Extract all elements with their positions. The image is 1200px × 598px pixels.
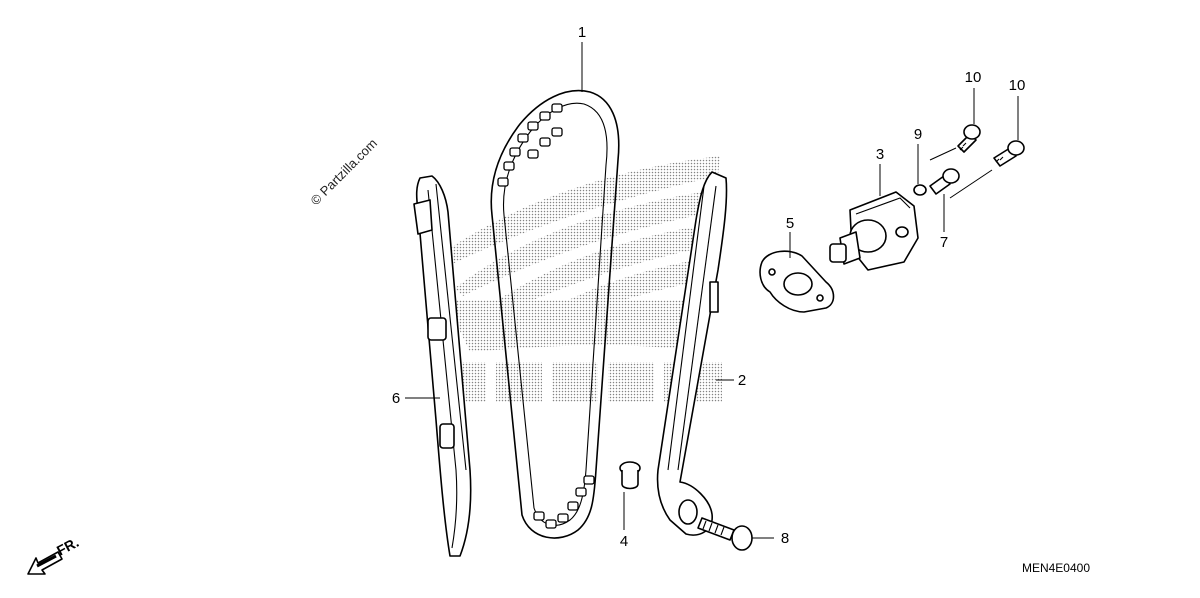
diagram-code: MEN4E0400 <box>1022 561 1090 575</box>
sealing-washer <box>913 184 927 196</box>
leader-lines <box>405 42 1019 539</box>
tensioner-screw <box>929 168 960 195</box>
bolt-10-upper <box>957 124 981 153</box>
bolt-10-lower <box>993 140 1025 167</box>
callout-8: 8 <box>781 530 789 547</box>
callout-1: 1 <box>578 24 586 41</box>
callout-4: 4 <box>620 533 628 550</box>
callout-7: 7 <box>940 234 948 251</box>
callout-10-right: 10 <box>1009 77 1026 94</box>
callout-6: 6 <box>392 390 400 407</box>
tensioner-slider <box>413 175 472 557</box>
guide-pivot-bolt <box>619 461 641 490</box>
callout-10-left: 10 <box>965 69 982 86</box>
callout-3: 3 <box>876 146 884 163</box>
callout-9: 9 <box>914 126 922 143</box>
tensioner-gasket <box>759 250 835 313</box>
chain-guide <box>656 171 728 536</box>
cam-chain <box>490 89 620 539</box>
callouts: 1 2 3 4 5 6 7 8 9 10 10 <box>392 24 1026 550</box>
callout-5: 5 <box>786 215 794 232</box>
wing-logo-icon <box>430 156 722 402</box>
tensioner-lifter <box>829 191 919 271</box>
front-indicator: FR. <box>27 534 81 575</box>
callout-2: 2 <box>738 372 746 389</box>
flange-bolt-8 <box>697 517 753 551</box>
watermark-text: © Partzilla.com <box>308 136 381 209</box>
